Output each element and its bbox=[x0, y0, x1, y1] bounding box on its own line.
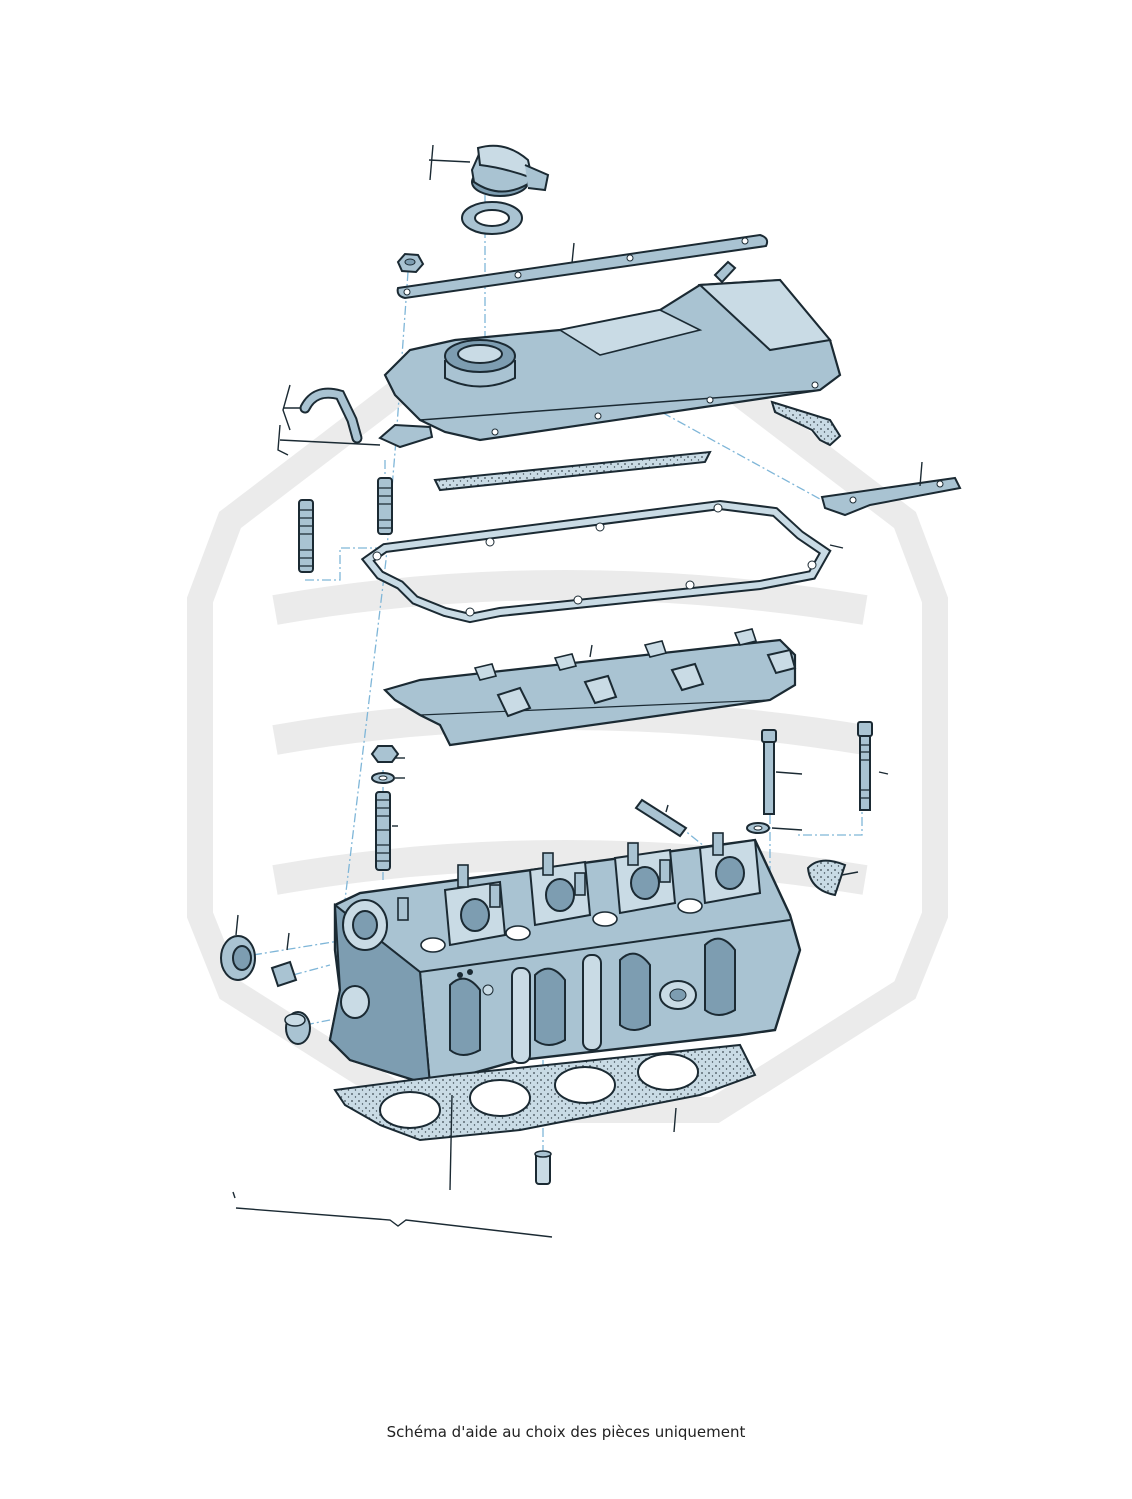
cylinder-head-cover-seal[interactable] bbox=[360, 499, 832, 624]
cylinder-head-cover[interactable] bbox=[383, 260, 842, 442]
cylinder-head[interactable] bbox=[328, 832, 802, 1087]
sealing-plug[interactable] bbox=[284, 1011, 311, 1045]
nut[interactable] bbox=[370, 745, 400, 763]
cylinder-head-bolt[interactable] bbox=[761, 729, 777, 815]
cover-stud[interactable] bbox=[298, 499, 314, 573]
disclaimer-caption: Schéma d'aide au choix des pièces unique… bbox=[386, 1423, 746, 1441]
plug[interactable] bbox=[806, 859, 847, 897]
cover-nut[interactable] bbox=[396, 252, 425, 274]
stud-bolt[interactable] bbox=[634, 798, 688, 838]
cylinder-head-bolt[interactable] bbox=[857, 721, 873, 811]
cover-upper-gasket-strip[interactable] bbox=[396, 233, 769, 300]
callout-lines bbox=[232, 144, 923, 1238]
washer[interactable] bbox=[746, 822, 770, 834]
stud-bolt[interactable] bbox=[375, 791, 391, 871]
camshaft-oil-seal[interactable] bbox=[220, 935, 256, 981]
reinforcement-strip[interactable] bbox=[820, 476, 962, 517]
filler-cap-seal-ring[interactable] bbox=[461, 201, 523, 235]
washer[interactable] bbox=[371, 772, 395, 784]
cover-gasket[interactable] bbox=[433, 400, 842, 492]
cylinder-head-gasket[interactable] bbox=[333, 1043, 757, 1142]
breather-hose[interactable] bbox=[299, 387, 363, 444]
cover-stud[interactable] bbox=[377, 477, 393, 535]
dowel-sleeve[interactable] bbox=[534, 1150, 552, 1185]
oil-filler-cap[interactable] bbox=[470, 144, 550, 197]
cover-bracket[interactable] bbox=[378, 423, 434, 449]
baffle-plate[interactable] bbox=[382, 628, 797, 747]
sealing-plug[interactable] bbox=[270, 960, 298, 988]
